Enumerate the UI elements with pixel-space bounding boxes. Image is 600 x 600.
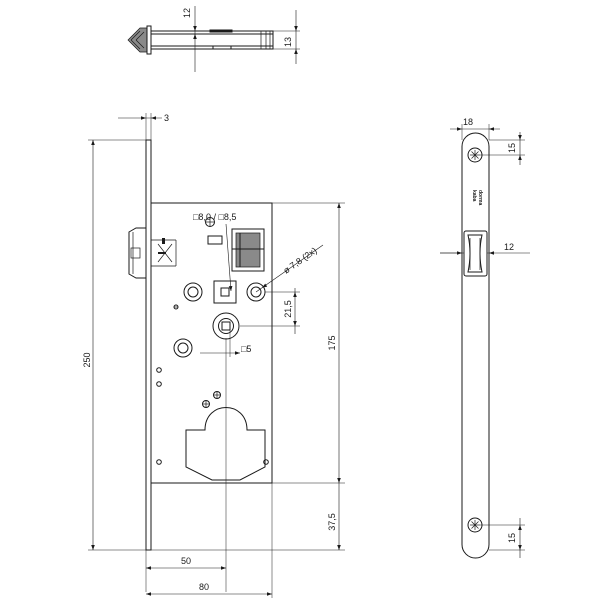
dim-backset-50: 50 [145, 550, 226, 592]
top-view-body [150, 29, 274, 50]
dim-case-175-label: 175 [327, 335, 337, 350]
dim-overall-250-label: 250 [82, 352, 92, 367]
dim-side-top-15: 15 [480, 132, 525, 165]
hole-mid-left [173, 338, 193, 358]
spindle-holes [173, 280, 266, 310]
spindle-housing [213, 280, 237, 304]
dim-case-depth-80: 80 [146, 483, 273, 598]
faceplate-front [461, 132, 490, 559]
top-view-latch [127, 27, 148, 53]
dim-small-square: □5 [200, 330, 251, 357]
spindle-square [220, 287, 230, 297]
dim-faceplate-3-label: 3 [164, 113, 169, 123]
brand-line2: kaba [471, 190, 477, 202]
faceplate-screw-bottom [467, 517, 483, 533]
brand-logo: dorma kaba [471, 190, 483, 206]
side-view: dorma kaba 18 15 [440, 117, 530, 559]
dim-small-square-label: □5 [241, 344, 251, 354]
dim-top-13-label: 13 [283, 37, 293, 47]
latch-bolt [128, 227, 177, 279]
dim-hole-offset-label: 21,5 [283, 300, 293, 318]
follower-square [221, 321, 231, 331]
dim-spindle-label: □8,0 / □8,5 [193, 212, 236, 222]
dim-faceplate-3: 3 [118, 113, 169, 140]
dim-side-bottom-15: 15 [480, 518, 525, 558]
follower-outer [212, 312, 240, 340]
screw-top [205, 217, 215, 227]
dim-side-bottom-15-label: 15 [507, 533, 517, 543]
dim-case-depth-80-label: 80 [199, 582, 209, 592]
dim-side-18-label: 18 [463, 117, 473, 127]
latch-opening [463, 230, 488, 277]
follower [212, 312, 240, 340]
dim-overall-250: 250 [82, 139, 146, 551]
dim-bottom-37-5: 37,5 [151, 483, 345, 551]
dim-side-18: 18 [450, 117, 500, 140]
rivet-2 [156, 381, 162, 387]
dim-side-12: 12 [440, 242, 530, 255]
screw-cyl-1 [213, 391, 221, 399]
rivet-1 [156, 367, 162, 373]
faceplate-screw-top [467, 147, 483, 163]
faceplate [145, 139, 152, 551]
dim-hole-diameter-label: ø 7,8 (2x) [281, 245, 318, 275]
screw-cyl-2 [202, 400, 210, 408]
dim-side-top-15-label: 15 [507, 143, 517, 153]
dim-bottom-37-5-label: 37,5 [327, 513, 337, 531]
hole-left [183, 282, 203, 302]
dim-side-12-label: 12 [504, 242, 514, 252]
brand-line1: dorma [477, 190, 483, 206]
lock-case [150, 202, 273, 484]
dim-hole-diameter: ø 7,8 (2x) [255, 244, 324, 293]
rivet-3 [156, 459, 162, 465]
bolt-block [231, 228, 265, 272]
cylinder-cutout [185, 407, 266, 481]
dim-top-12: 12 [182, 6, 200, 72]
rivet-4 [263, 459, 269, 465]
dim-backset-50-label: 50 [181, 556, 191, 566]
front-view: 3 250 [82, 113, 345, 598]
dim-hole-offset-21-5: 21,5 [240, 288, 300, 334]
dim-case-175: 175 [272, 202, 345, 484]
top-view: 12 13 [127, 6, 300, 72]
dim-top-13: 13 [273, 10, 300, 64]
latch-pin [207, 235, 223, 245]
dim-top-12-label: 12 [182, 8, 192, 18]
top-view-faceplate [146, 25, 152, 55]
